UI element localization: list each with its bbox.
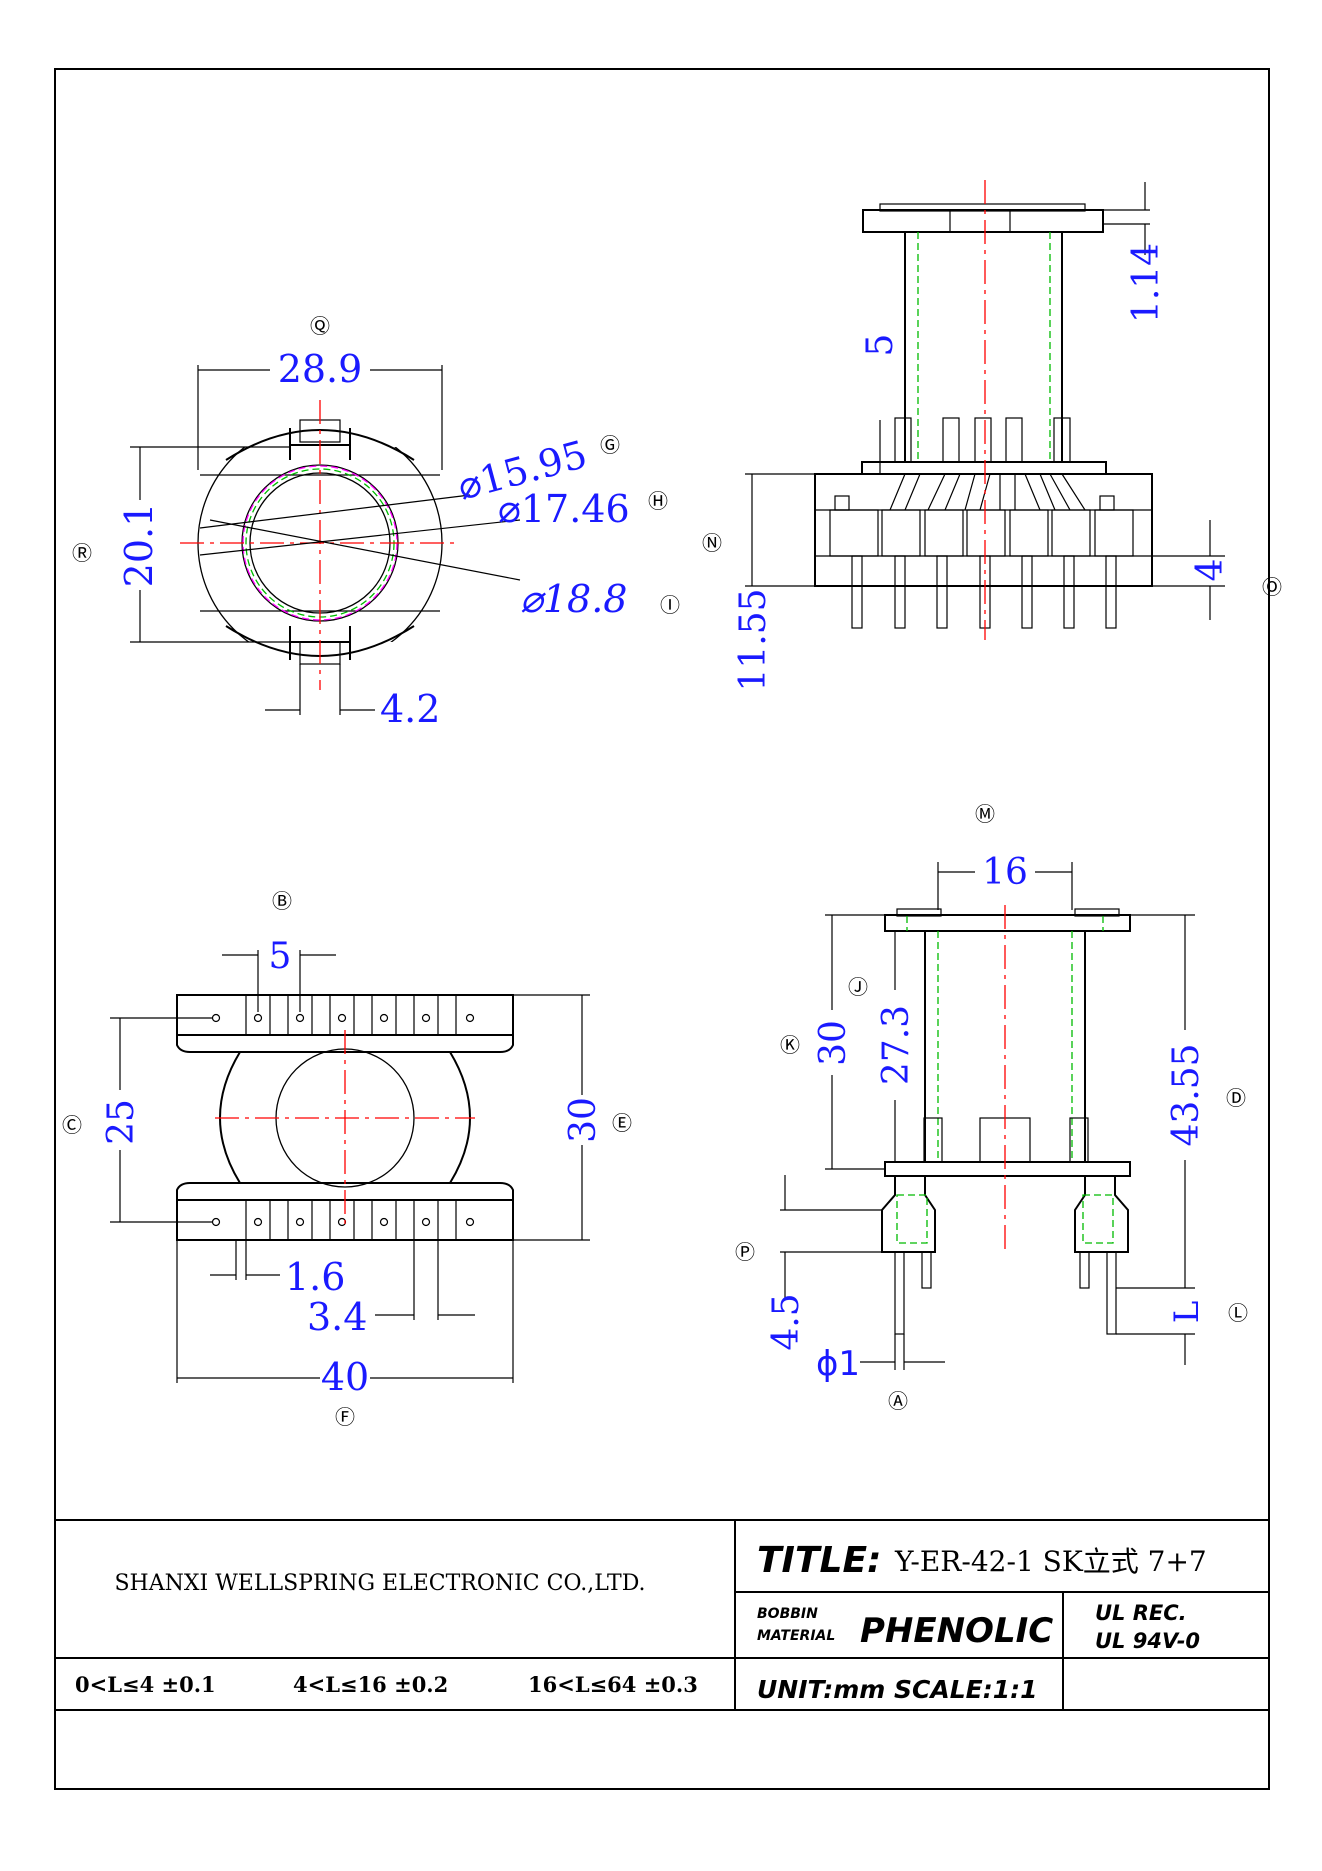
marker-r: Ⓡ: [72, 541, 92, 565]
marker-a: Ⓐ: [888, 1389, 908, 1413]
unit-scale: UNIT:mm SCALE:1:1: [757, 1675, 1038, 1704]
material-value: PHENOLIC: [860, 1611, 1053, 1651]
dim-pin-height-1-14: 1.14: [1126, 243, 1167, 323]
marker-n: Ⓝ: [702, 531, 722, 555]
tolerance-3: 16<L≤64 ±0.3: [528, 1672, 698, 1697]
dim-base-height-11-55: 11.55: [733, 588, 774, 691]
dim-j-height-27-3: 27.3: [876, 1005, 917, 1085]
dim-pitch-5: 5: [269, 936, 292, 977]
dim-k-height-30: 30: [813, 1020, 854, 1066]
marker-j: Ⓙ: [848, 975, 868, 999]
dim-d-height-43-55: 43.55: [1166, 1043, 1207, 1146]
title-block: [55, 1519, 1269, 1711]
dim-p-height-4-5: 4.5: [766, 1293, 807, 1350]
ul-rec: UL REC.: [1095, 1601, 1187, 1625]
marker-i: Ⓘ: [660, 593, 680, 617]
side-view-upper: [745, 180, 1225, 640]
marker-o: Ⓞ: [1262, 575, 1282, 599]
dim-e-height-30: 30: [563, 1097, 604, 1143]
marker-f: Ⓕ: [335, 1405, 355, 1429]
dim-pitch-3-4: 3.4: [307, 1295, 367, 1339]
dim-q-width: 28.9: [278, 347, 363, 391]
dim-r-height: 20.1: [117, 503, 161, 588]
dim-m-width-16: 16: [982, 852, 1028, 893]
dim-pin-diameter: ϕ1: [816, 1344, 860, 1384]
material-label: MATERIAL: [757, 1628, 835, 1644]
dim-l-length: L: [1167, 1301, 1207, 1324]
dim-d-18-8: ⌀18.8: [520, 577, 628, 621]
drawing-title: Y-ER-42-1 SK立式 7+7: [894, 1545, 1207, 1578]
marker-b: Ⓑ: [272, 889, 292, 913]
front-view: [780, 862, 1195, 1370]
marker-p: Ⓟ: [735, 1240, 755, 1264]
dim-offset-5: 5: [860, 334, 901, 357]
marker-c: Ⓒ: [62, 1113, 82, 1137]
dim-slot-width: 4.2: [380, 687, 440, 731]
dim-d-17-46: ⌀17.46: [498, 487, 630, 531]
marker-e: Ⓔ: [612, 1111, 632, 1135]
dim-o-height-4: 4: [1190, 559, 1231, 582]
marker-k: Ⓚ: [780, 1033, 800, 1057]
top-view: [130, 365, 521, 715]
marker-h: Ⓗ: [648, 489, 668, 513]
marker-m: Ⓜ: [975, 802, 995, 826]
tolerance-2: 4<L≤16 ±0.2: [293, 1672, 448, 1697]
dim-c-height-25: 25: [101, 1099, 142, 1145]
marker-g: Ⓖ: [600, 433, 620, 457]
tolerance-1: 0<L≤4 ±0.1: [75, 1672, 216, 1697]
ul-rating: UL 94V-0: [1095, 1629, 1200, 1653]
bobbin-label: BOBBIN: [757, 1606, 818, 1622]
dim-f-width-40: 40: [321, 1355, 369, 1399]
bottom-view: [110, 950, 590, 1383]
marker-d: Ⓓ: [1226, 1086, 1246, 1110]
dim-pin-width-1-6: 1.6: [285, 1255, 345, 1299]
drawing-frame: [54, 68, 1270, 1790]
marker-q: Ⓠ: [310, 314, 330, 338]
title-label: TITLE:: [757, 1540, 881, 1581]
marker-l: Ⓛ: [1228, 1301, 1248, 1325]
company-name: SHANXI WELLSPRING ELECTRONIC CO.,LTD.: [114, 1571, 645, 1596]
